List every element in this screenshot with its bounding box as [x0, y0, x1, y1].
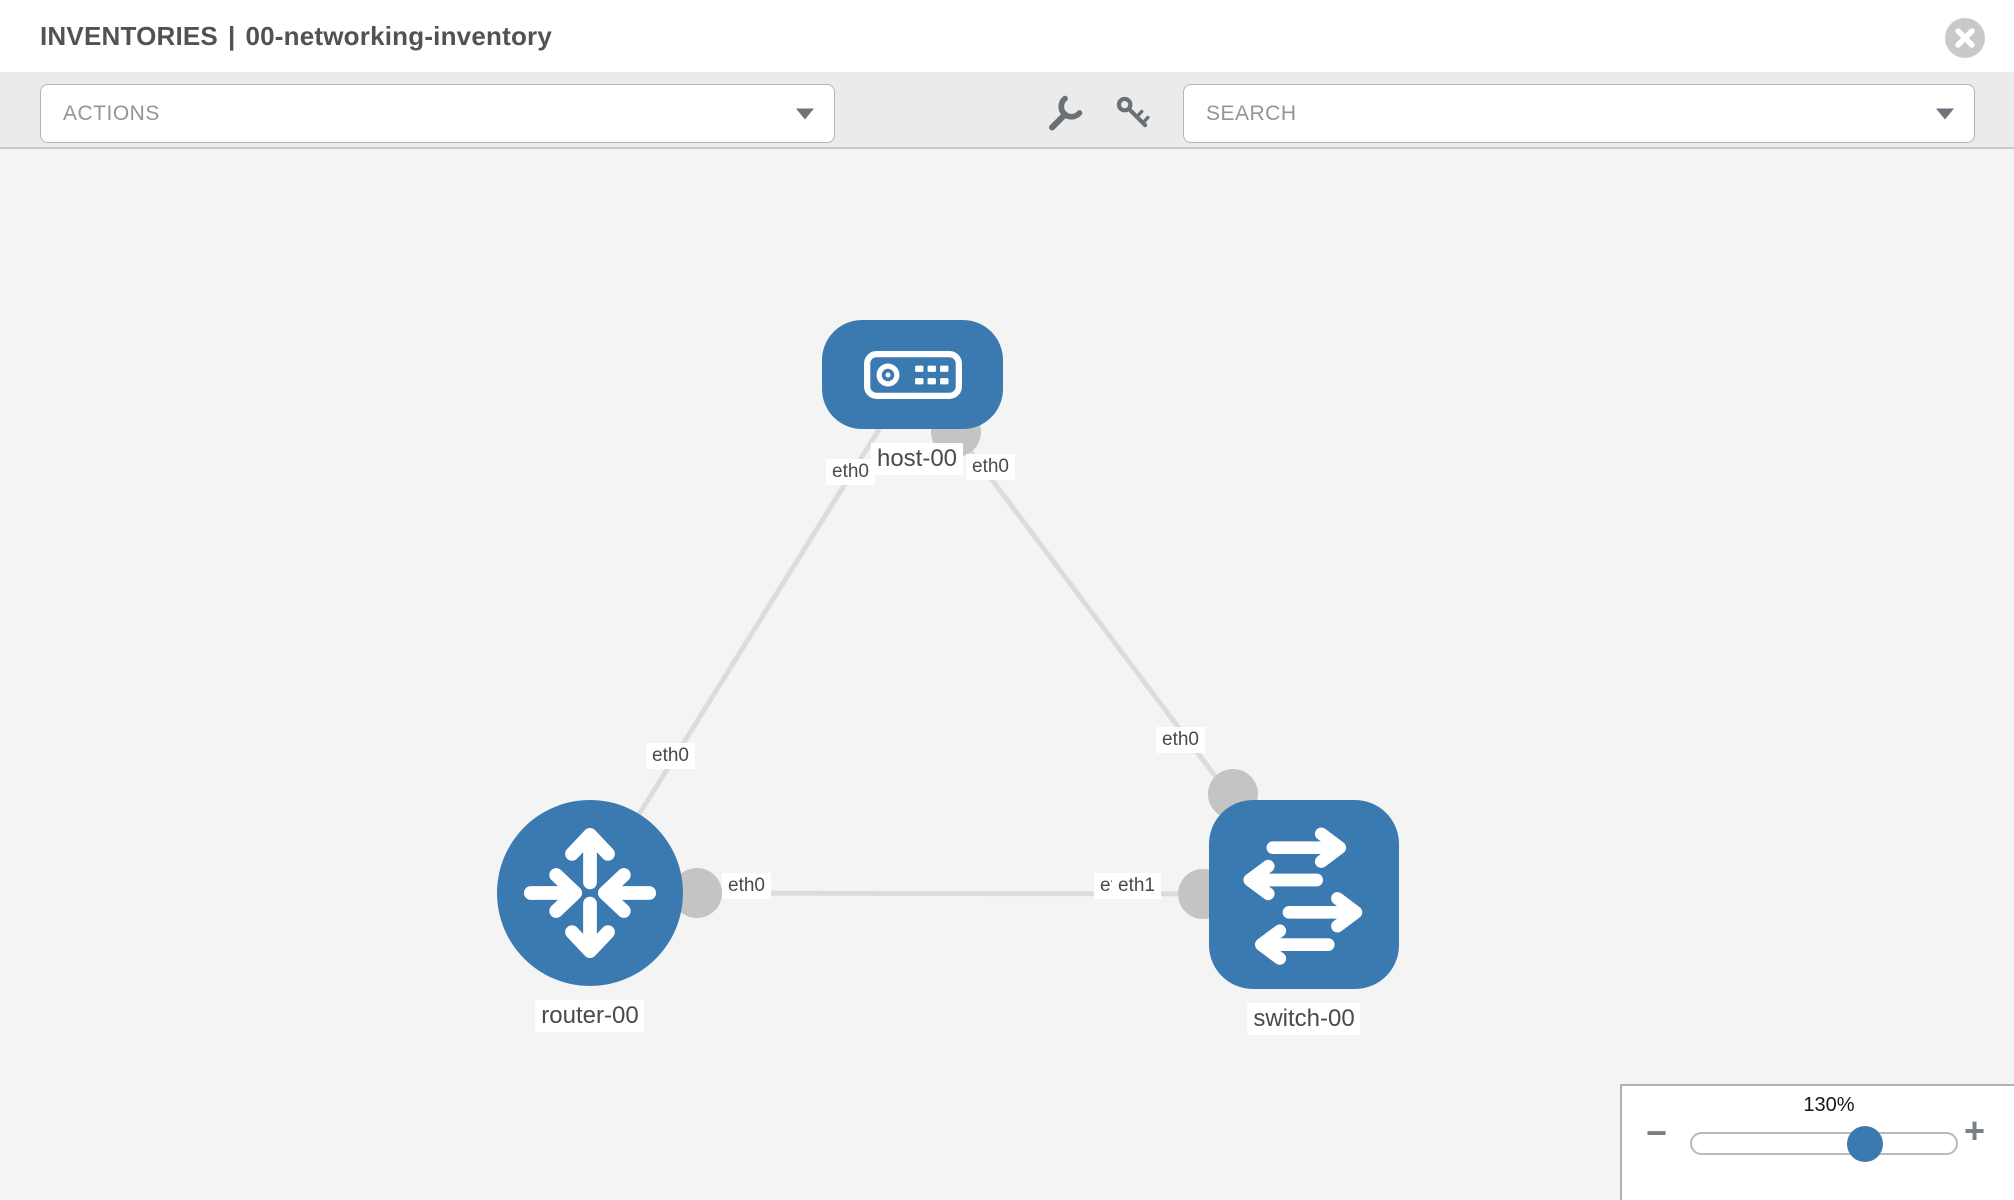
zoom-slider-track[interactable] — [1690, 1132, 1958, 1155]
topology-links-layer — [587, 373, 1306, 897]
zoom-out-button[interactable]: − — [1646, 1112, 1668, 1153]
close-button[interactable] — [1945, 18, 1985, 58]
key-icon[interactable] — [1114, 94, 1152, 132]
iface-label-router-eth0-mid: eth0 — [722, 873, 771, 899]
actions-dropdown-label: ACTIONS — [63, 101, 160, 125]
iface-label-host-eth0-right: eth0 — [966, 454, 1015, 480]
search-dropdown[interactable]: SEARCH — [1183, 84, 1975, 143]
iface-label-host-eth0-left: eth0 — [826, 459, 875, 485]
zoom-level-value: 130% — [1803, 1094, 1855, 1116]
node-router-00[interactable] — [497, 800, 683, 986]
iface-label-router-eth0-top: eth0 — [646, 743, 695, 769]
iface-label-switch-eth0-top: eth0 — [1156, 727, 1205, 753]
topology-canvas[interactable]: host-00 router-00 switch-00 eth0 eth0 et… — [0, 151, 2014, 1200]
breadcrumb-inventory-name: 00-networking-inventory — [245, 20, 553, 51]
iface-label-switch-eth1: eth1 — [1112, 873, 1161, 899]
chevron-down-icon — [796, 108, 814, 119]
page-title: INVENTORIES | 00-networking-inventory — [40, 0, 562, 72]
actions-dropdown[interactable]: ACTIONS — [40, 84, 835, 143]
wrench-icon[interactable] — [1046, 94, 1084, 132]
zoom-slider-thumb[interactable] — [1847, 1126, 1883, 1162]
router-arrows-icon — [523, 827, 657, 959]
chevron-down-icon — [1936, 108, 1954, 119]
node-host-00[interactable] — [822, 320, 1003, 429]
header-bar: INVENTORIES | 00-networking-inventory — [0, 0, 2014, 73]
breadcrumb-divider: | — [227, 20, 236, 51]
close-icon — [1955, 28, 1975, 48]
node-label-switch: switch-00 — [1247, 1003, 1361, 1035]
switch-arrows-icon — [1243, 827, 1363, 965]
zoom-in-button[interactable]: + — [1964, 1110, 1986, 1151]
node-label-host: host-00 — [870, 443, 964, 475]
search-dropdown-label: SEARCH — [1206, 101, 1297, 125]
toolbar: ACTIONS SEARCH — [0, 72, 2014, 149]
breadcrumb-section: INVENTORIES — [40, 20, 218, 51]
node-switch-00[interactable] — [1209, 800, 1399, 989]
zoom-control-panel: 130% − + — [1620, 1084, 2014, 1200]
host-server-icon — [863, 350, 962, 399]
node-label-router: router-00 — [535, 1000, 645, 1032]
